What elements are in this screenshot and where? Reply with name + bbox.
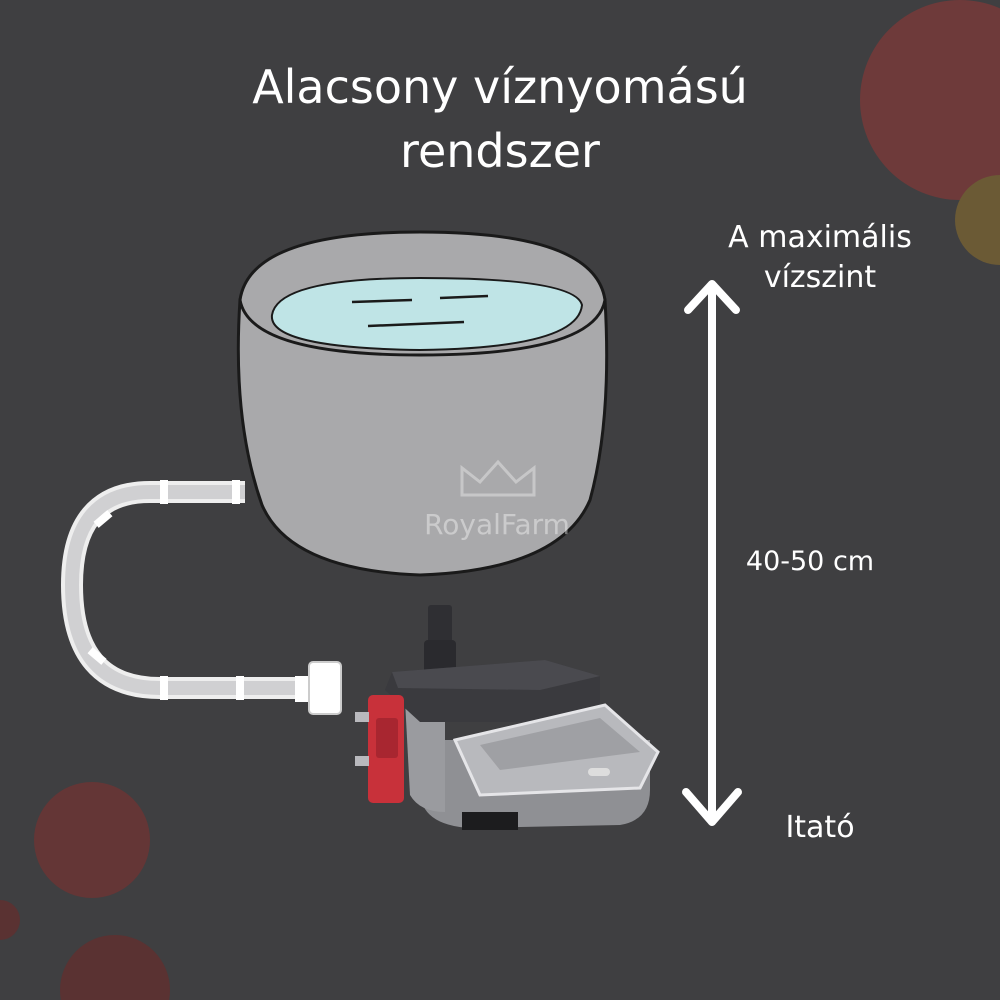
- drinker-device: [355, 605, 660, 830]
- title-line-1: Alacsony víznyomású: [252, 60, 748, 114]
- water-tank: [236, 230, 609, 577]
- max-level-line-1: A maximális: [728, 220, 912, 255]
- height-double-arrow: [682, 280, 742, 826]
- diagram-title: Alacsony víznyomású rendszer: [150, 55, 850, 183]
- hose: [60, 480, 342, 715]
- max-level-line-2: vízszint: [763, 260, 877, 295]
- max-water-level-label: A maximális vízszint: [690, 218, 950, 298]
- drinker-label: Itató: [785, 810, 855, 845]
- title-line-2: rendszer: [400, 124, 600, 178]
- watermark-text: RoyalFarm: [424, 508, 570, 541]
- distance-label: 40-50 cm: [745, 546, 875, 577]
- watermark-crown-icon: [460, 459, 536, 497]
